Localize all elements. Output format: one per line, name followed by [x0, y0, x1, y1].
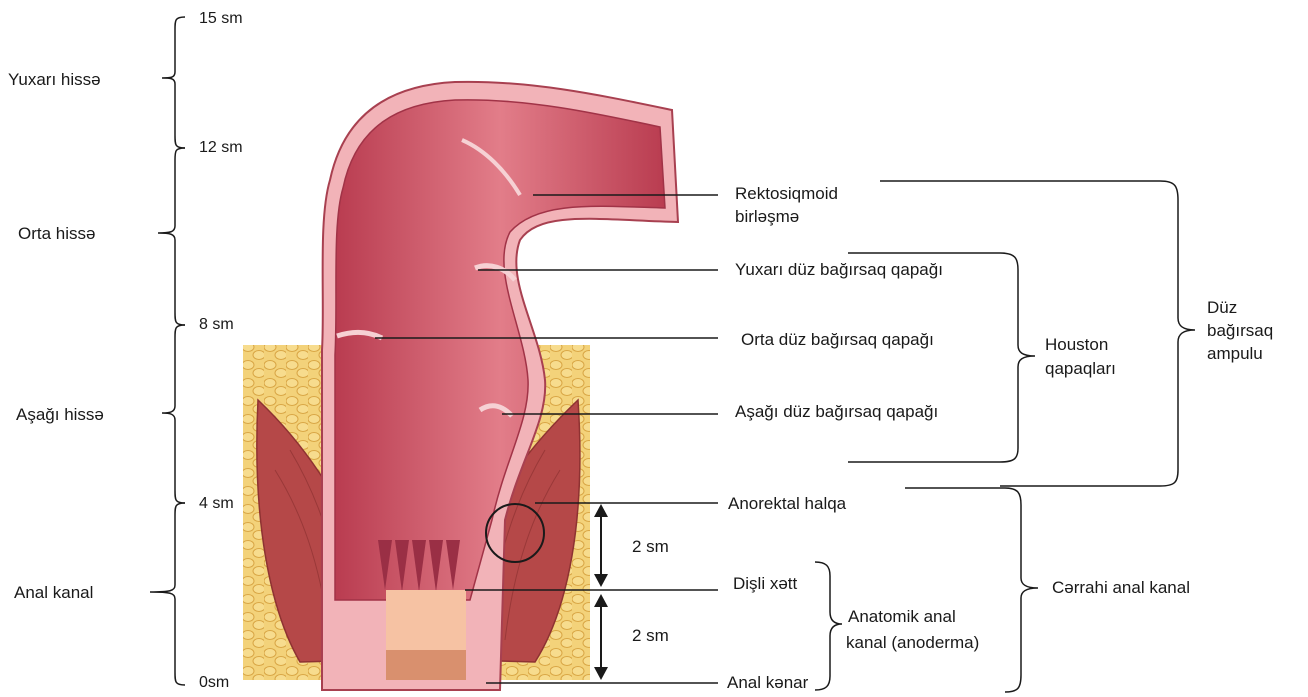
- label-anal-verge: Anal kənar: [727, 673, 808, 693]
- group-ampulla-line3: ampulu: [1207, 344, 1263, 364]
- label-lower-valve: Aşağı düz bağırsaq qapağı: [735, 402, 938, 422]
- label-rectosigmoid-line2: birləşmə: [735, 207, 799, 227]
- group-ampulla-line1: Düz: [1207, 298, 1237, 318]
- label-anorectal-ring: Anorektal halqa: [728, 494, 846, 514]
- scale-4: 4 sm: [199, 494, 234, 514]
- measurement-arrows: [594, 504, 608, 680]
- section-anal: Anal kanal: [14, 583, 93, 603]
- group-houston-line2: qapaqları: [1045, 359, 1116, 379]
- group-surgical: Cərrahi anal kanal: [1052, 578, 1190, 598]
- scale-bracket: [150, 17, 185, 685]
- group-ampulla-line2: bağırsaq: [1207, 321, 1273, 341]
- label-rectosigmoid-line1: Rektosiqmoid: [735, 184, 838, 204]
- group-anatomic-line2: kanal (anoderma): [846, 633, 979, 653]
- measure-upper: 2 sm: [632, 537, 669, 557]
- group-houston-line1: Houston: [1045, 335, 1108, 355]
- scale-8: 8 sm: [199, 315, 234, 335]
- measure-lower: 2 sm: [632, 626, 669, 646]
- group-anatomic-line1: Anatomik anal: [848, 607, 956, 627]
- scale-0: 0sm: [199, 673, 229, 693]
- scale-15: 15 sm: [199, 9, 243, 29]
- scale-12: 12 sm: [199, 138, 243, 158]
- label-upper-valve: Yuxarı düz bağırsaq qapağı: [735, 260, 943, 280]
- anoderm: [386, 590, 466, 650]
- section-lower: Aşağı hissə: [16, 405, 104, 425]
- section-upper: Yuxarı hissə: [8, 70, 101, 90]
- label-dentate-line: Dişli xətt: [733, 574, 797, 594]
- label-middle-valve: Orta düz bağırsaq qapağı: [741, 330, 934, 350]
- section-middle: Orta hissə: [18, 224, 95, 244]
